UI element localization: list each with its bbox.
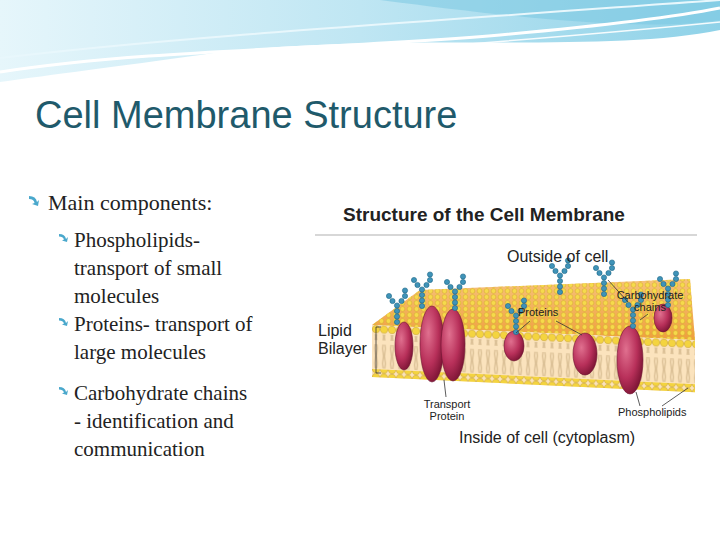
membrane-protein (395, 322, 413, 370)
panel-heading: Structure of the Cell Membrane (343, 203, 695, 227)
banner-swoosh (40, 22, 720, 80)
picture-panel (308, 188, 700, 462)
inner-head-row (372, 369, 695, 392)
bullet-marker (59, 234, 68, 242)
carbohydrate-chain (386, 288, 407, 325)
leader-line (636, 392, 640, 406)
leader-line (556, 321, 582, 335)
part-label: Phospholipids (618, 406, 708, 419)
carbohydrate-chain (411, 272, 432, 309)
banner-swoosh (0, 0, 720, 58)
bullet-text: Phospholipids- transport of small molecu… (74, 226, 254, 310)
leader-line (516, 321, 530, 333)
region-label: Inside of cell (cytoplasm) (459, 428, 695, 448)
transport-protein (441, 309, 465, 381)
bullet-marker (29, 196, 39, 206)
leader-line (444, 380, 446, 397)
membrane-protein (617, 326, 643, 394)
part-label: Transport Protein (419, 398, 475, 422)
bilayer-bracket (376, 327, 381, 373)
heading-rule (315, 234, 697, 235)
bullet-marker (59, 387, 68, 395)
carbohydrate-chain (444, 274, 465, 311)
banner-swoosh (0, 8, 720, 72)
proteins (395, 304, 672, 394)
carbohydrate-chain (593, 260, 614, 297)
region-label: Outside of cell (507, 247, 677, 267)
slide-title: Cell Membrane Structure (35, 92, 675, 138)
part-label: Lipid Bilayer (318, 322, 376, 358)
bullet-text: Main components: (48, 189, 308, 217)
part-label: Carbohydrate chains (610, 289, 690, 313)
bullet-text: Carbohydrate chains - identification and… (74, 379, 254, 463)
bullet-marker (59, 318, 68, 326)
membrane-protein (504, 331, 524, 361)
transport-protein (420, 306, 444, 382)
bullet-text: Proteins- transport of large molecules (74, 310, 254, 366)
bullet-markers (29, 196, 68, 395)
leader-line (640, 314, 648, 320)
part-label: Proteins (518, 306, 578, 319)
leader-line (662, 388, 688, 406)
membrane-protein (573, 333, 597, 375)
banner-wave (0, 0, 720, 82)
